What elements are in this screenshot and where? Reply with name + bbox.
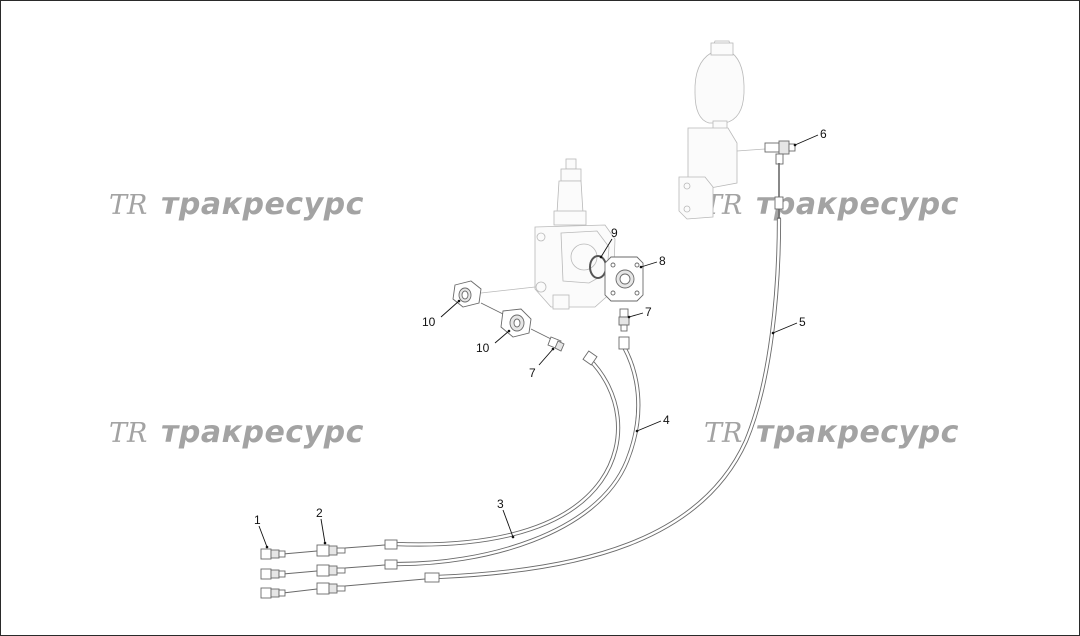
callout-5: 5 xyxy=(771,315,806,335)
coupling-1-middle xyxy=(260,568,286,580)
adapter-7-upper xyxy=(618,308,630,332)
callout-9: 9 xyxy=(599,226,618,259)
hose-3 xyxy=(392,356,621,547)
callout-1: 1 xyxy=(254,513,269,549)
callout-7-lower: 7 xyxy=(529,347,555,380)
callout-label-9: 9 xyxy=(611,226,618,240)
hose-end-ferrules xyxy=(384,196,784,583)
callout-2: 2 xyxy=(316,506,327,545)
callout-7-upper: 7 xyxy=(627,305,652,319)
watermark-top-left: TR тракресурс xyxy=(109,187,364,222)
tee-fitting-6 xyxy=(764,140,796,165)
watermark-logo: TR xyxy=(109,418,147,449)
adapter-7-lower xyxy=(547,336,565,352)
elbow-fitting-10-upper xyxy=(452,280,506,316)
callout-label-2: 2 xyxy=(316,506,323,520)
coupling-1-top xyxy=(260,548,286,560)
callout-4: 4 xyxy=(635,413,670,433)
callout-label-5: 5 xyxy=(799,315,806,329)
connector-2-bottom xyxy=(316,582,346,595)
connector-2-top xyxy=(316,544,346,557)
hose-4 xyxy=(392,344,641,567)
callout-label-4: 4 xyxy=(663,413,670,427)
callout-8: 8 xyxy=(639,254,666,269)
watermark-text: тракресурс xyxy=(161,415,364,450)
callout-label-3: 3 xyxy=(497,497,504,511)
watermark-text: тракресурс xyxy=(161,187,364,222)
coupling-1-bottom xyxy=(260,587,286,599)
callout-label-10-upper: 10 xyxy=(422,315,436,329)
watermark-bottom-left: TR тракресурс xyxy=(109,415,364,450)
watermark-text: тракресурс xyxy=(756,415,959,450)
callout-10-upper: 10 xyxy=(422,299,461,329)
callout-label-7-lower: 7 xyxy=(529,366,536,380)
flange-8 xyxy=(604,256,644,302)
valve-block xyxy=(480,158,616,310)
callout-label-8: 8 xyxy=(659,254,666,268)
callout-10-lower: 10 xyxy=(476,329,511,355)
hose-stubs xyxy=(282,544,426,594)
watermark-top-right: TR тракресурс xyxy=(704,187,959,222)
callout-label-10-lower: 10 xyxy=(476,341,490,355)
watermark-bottom-right: TR тракресурс xyxy=(704,415,959,450)
callout-label-6: 6 xyxy=(820,127,827,141)
connector-2-middle xyxy=(316,564,346,577)
watermark-logo: TR xyxy=(704,418,742,449)
callout-3: 3 xyxy=(497,497,515,539)
hose-5 xyxy=(434,163,782,580)
accumulator xyxy=(678,40,766,220)
callout-label-7-upper: 7 xyxy=(645,305,652,319)
watermark-text: тракресурс xyxy=(756,187,959,222)
callout-label-1: 1 xyxy=(254,513,261,527)
watermark-logo: TR xyxy=(109,190,147,221)
elbow-fitting-10-lower xyxy=(500,308,552,340)
callout-6: 6 xyxy=(793,127,827,147)
